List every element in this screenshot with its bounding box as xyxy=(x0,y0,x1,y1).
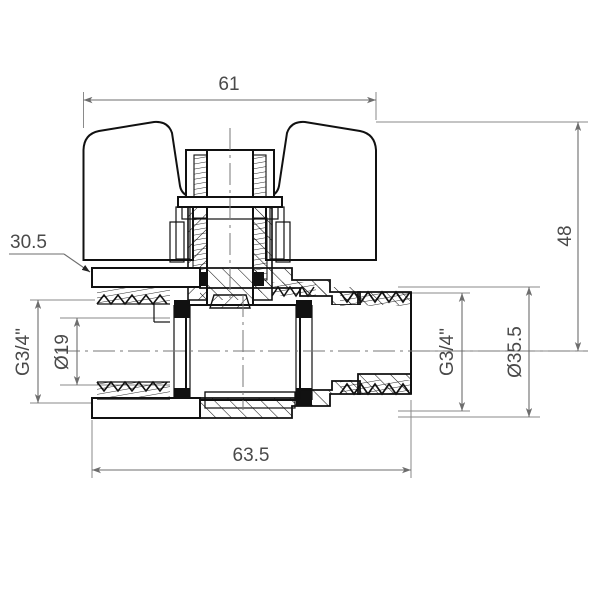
dimension-seal-callout: 30.5 xyxy=(9,232,91,273)
dimension-inlet-thread-label: G3/4" xyxy=(13,328,34,376)
dimension-outer-diameter: Ø35.5 xyxy=(505,287,533,417)
dimension-body-length: 63.5 xyxy=(92,445,411,474)
outlet-male-thread xyxy=(339,290,412,396)
dimension-seal-callout-label: 30.5 xyxy=(10,232,47,253)
handle-wing-right xyxy=(265,120,377,261)
dimension-bore-label: Ø19 xyxy=(52,334,73,370)
stem-boss-thread xyxy=(271,282,316,298)
dimension-outer-diameter-label: Ø35.5 xyxy=(505,326,526,378)
handle-wing-left xyxy=(82,120,194,261)
stem-thread-detail xyxy=(193,154,267,198)
dimension-handle-width-label: 61 xyxy=(218,74,239,95)
dimension-body-length-label: 63.5 xyxy=(233,445,270,466)
dimension-bore: Ø19 xyxy=(52,318,81,385)
dimension-overall-height-label: 48 xyxy=(555,225,576,246)
dimension-handle-width: 61 xyxy=(83,74,376,104)
dimension-outlet-thread: G3/4" xyxy=(437,293,466,411)
valve-body-left-upper xyxy=(91,267,201,288)
dimension-overall-height: 48 xyxy=(555,122,582,351)
inlet-female-thread xyxy=(96,286,170,400)
dimension-outlet-thread-label: G3/4" xyxy=(437,328,458,376)
ball-and-bore-cavity xyxy=(170,294,410,409)
dimension-inlet-thread: G3/4" xyxy=(13,300,42,403)
valve-body-left-lower xyxy=(91,397,201,419)
